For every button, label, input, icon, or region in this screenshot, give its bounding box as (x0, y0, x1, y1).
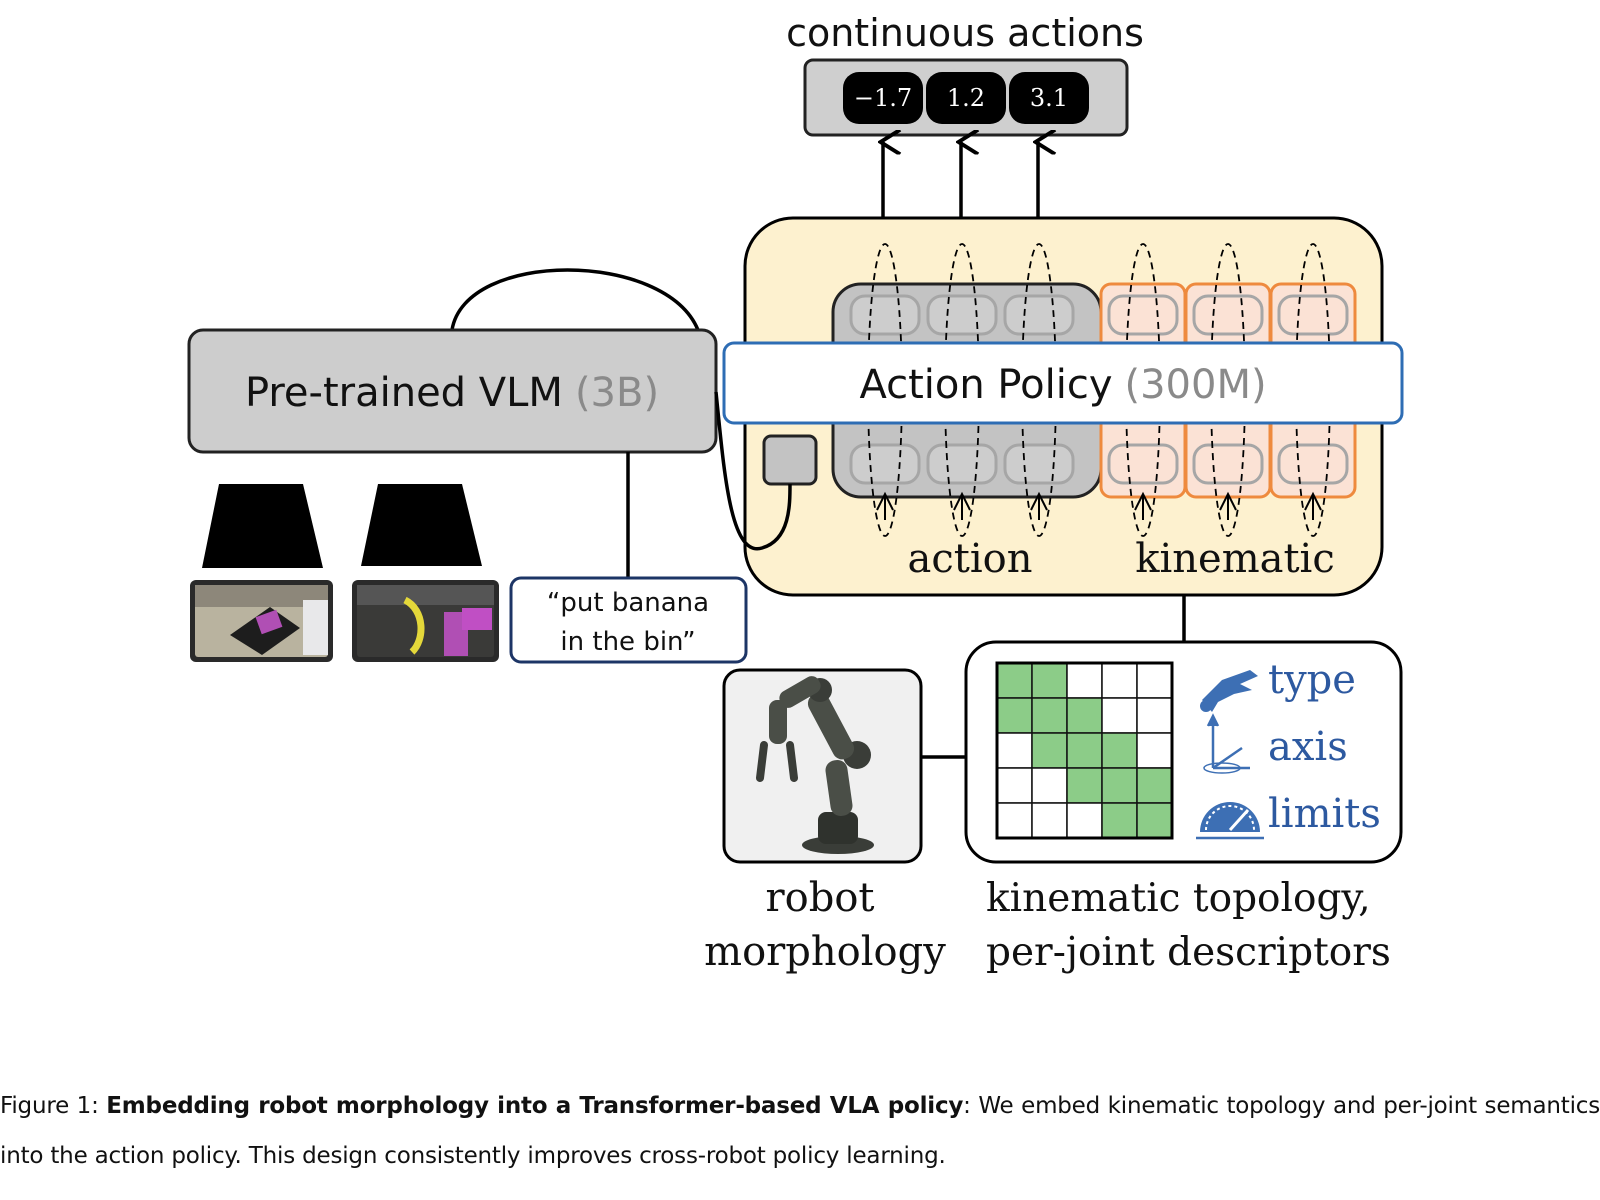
matrix-cell (1136, 732, 1173, 769)
kinematic-group-label: kinematic (1135, 536, 1335, 582)
descriptor-caption-line-2: per-joint descriptors (986, 930, 1391, 975)
matrix-cell (1031, 767, 1068, 804)
action-value-3: 3.1 (1030, 84, 1068, 112)
matrix-cell (1101, 662, 1138, 699)
action-value-chip-2: 1.2 (926, 72, 1006, 124)
gauge-icon (1196, 802, 1264, 840)
architecture-diagram: continuous actions −1.7 1.2 3.1 (187, 11, 1404, 975)
action-token (849, 294, 921, 336)
vlm-box (187, 328, 718, 454)
caption-prefix: Figure 1: (0, 1093, 107, 1119)
action-token (1003, 294, 1075, 336)
matrix-cell (1031, 662, 1068, 699)
descriptor-caption-line-1: kinematic topology, (986, 876, 1371, 921)
action-policy-size: (300M) (1124, 362, 1266, 408)
robot-caption-line-1: robot (766, 875, 875, 921)
descriptor-type-label: type (1268, 657, 1356, 703)
matrix-cell (1066, 662, 1103, 699)
action-value-2: 1.2 (947, 84, 985, 112)
kinematic-token (1277, 443, 1349, 485)
adjacency-matrix (995, 661, 1174, 840)
vlm-to-policy-connector (714, 391, 792, 551)
axis-icon (1203, 713, 1250, 774)
action-token (849, 443, 921, 485)
camera-view-2 (352, 580, 499, 662)
matrix-border (995, 661, 1174, 840)
action-policy-name: Action Policy (859, 362, 1112, 408)
matrix-cell (1101, 767, 1138, 804)
matrix-cell (996, 662, 1033, 699)
matrix-cell (1031, 697, 1068, 734)
action-value-1: −1.7 (854, 84, 912, 112)
token-input-arrows (876, 491, 1322, 520)
action-token (926, 294, 998, 336)
matrix-cell (1136, 662, 1173, 699)
matrix-cell (996, 697, 1033, 734)
descriptor-axis-label: axis (1268, 724, 1348, 770)
gripper-icon (1200, 670, 1258, 712)
camera-frustum-1 (202, 484, 323, 568)
kinematic-token (1192, 443, 1264, 485)
matrix-cell (1066, 697, 1103, 734)
vlm-size: (3B) (575, 370, 659, 416)
figure-caption: Figure 1: Embedding robot morphology int… (0, 1081, 1600, 1181)
matrix-cell (1101, 697, 1138, 734)
output-title: continuous actions (786, 11, 1144, 55)
matrix-cell (996, 802, 1033, 839)
instruction-line-1: “put banana (547, 588, 709, 618)
kinematic-token (1107, 294, 1179, 336)
descriptor-limits-label: limits (1268, 791, 1381, 837)
matrix-cell (1066, 767, 1103, 804)
robot-caption-line-2: morphology (704, 929, 946, 975)
camera-frustum-2 (361, 484, 482, 566)
matrix-cell (1101, 732, 1138, 769)
matrix-cell (996, 732, 1033, 769)
kinematic-token (1192, 294, 1264, 336)
matrix-cell (1136, 697, 1173, 734)
state-token (762, 434, 818, 486)
matrix-cell (1031, 732, 1068, 769)
matrix-cell (996, 767, 1033, 804)
kinematic-token (1277, 294, 1349, 336)
caption-title: Embedding robot morphology into a Transf… (106, 1093, 964, 1119)
vlm-name: Pre-trained VLM (245, 370, 563, 416)
vlm-label: Pre-trained VLM (3B) (245, 370, 659, 416)
action-token (1003, 443, 1075, 485)
action-value-chip-1: −1.7 (843, 72, 923, 124)
matrix-cell (1031, 802, 1068, 839)
action-policy-label: Action Policy (300M) (859, 362, 1266, 408)
action-value-chip-3: 3.1 (1009, 72, 1089, 124)
action-policy-bar (722, 341, 1404, 425)
instruction-box (509, 576, 748, 664)
kinematic-token (1107, 443, 1179, 485)
action-token (926, 443, 998, 485)
vlm-policy-connector (450, 268, 700, 331)
matrix-cell (1066, 802, 1103, 839)
action-group-label: action (908, 536, 1033, 582)
matrix-cell (1101, 802, 1138, 839)
matrix-cell (1136, 802, 1173, 839)
caption-body: : We embed kinematic topology and per-jo… (0, 1093, 1600, 1169)
camera-view-1 (190, 580, 333, 662)
matrix-cell (1066, 732, 1103, 769)
robot-arm-image (756, 676, 874, 854)
matrix-cell (1136, 767, 1173, 804)
instruction-line-2: in the bin” (560, 627, 695, 657)
